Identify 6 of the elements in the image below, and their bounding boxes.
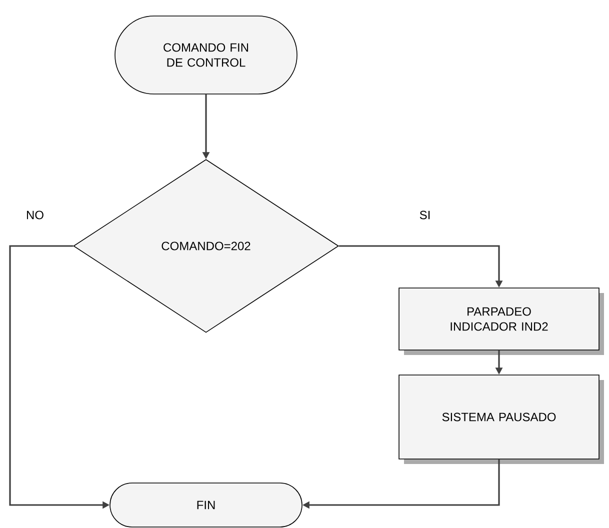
edge-label: SI [418, 210, 432, 220]
terminal-box: COMANDO FIN DE CONTROL [114, 16, 298, 94]
edge-label: NO [25, 210, 45, 220]
process-box: SISTEMA PAUSADO [398, 374, 604, 464]
terminal-box: FIN [110, 482, 302, 528]
process-box: PARPADEO INDICADOR IND2 [398, 288, 604, 355]
